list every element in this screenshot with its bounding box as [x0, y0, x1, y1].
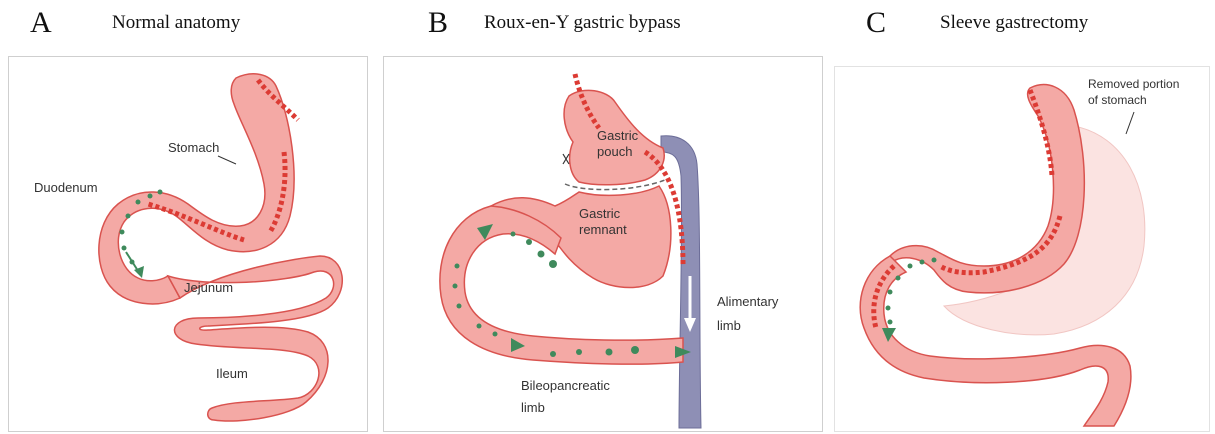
label-jejunum: Jejunum — [184, 280, 233, 295]
panel-a-diagram: Stomach Duodenum Jejunum Ileum — [8, 56, 368, 432]
label-stomach: Stomach — [168, 140, 219, 155]
panel-a-title: Normal anatomy — [112, 12, 240, 34]
label-duodenum: Duodenum — [34, 180, 98, 195]
panel-b-title: Roux-en-Y gastric bypass — [484, 12, 681, 34]
panel-b-letter: B — [428, 6, 448, 40]
label-gastric-remnant-2: remnant — [579, 222, 627, 237]
label-removed-portion-2: of stomach — [1088, 93, 1147, 107]
label-removed-portion-1: Removed portion — [1088, 77, 1179, 91]
label-biliopancreatic-limb-2: limb — [521, 400, 545, 415]
label-alimentary-limb-1: Alimentary — [717, 294, 779, 309]
panel-c-diagram: Removed portion of stomach — [834, 66, 1210, 432]
panel-c-letter: C — [866, 6, 886, 40]
label-gastric-pouch-2: pouch — [597, 144, 632, 159]
panel-a-letter: A — [30, 6, 52, 40]
label-ileum: Ileum — [216, 366, 248, 381]
label-gastric-remnant-1: Gastric — [579, 206, 621, 221]
label-biliopancreatic-limb-1: Bileopancreatic — [521, 378, 610, 393]
panel-a-frame — [9, 57, 368, 432]
panel-b-diagram: Gastric pouch Gastric remnant Alimentary… — [383, 56, 823, 432]
label-gastric-pouch-1: Gastric — [597, 128, 639, 143]
label-alimentary-limb-2: limb — [717, 318, 741, 333]
panel-c-title: Sleeve gastrectomy — [940, 12, 1088, 34]
